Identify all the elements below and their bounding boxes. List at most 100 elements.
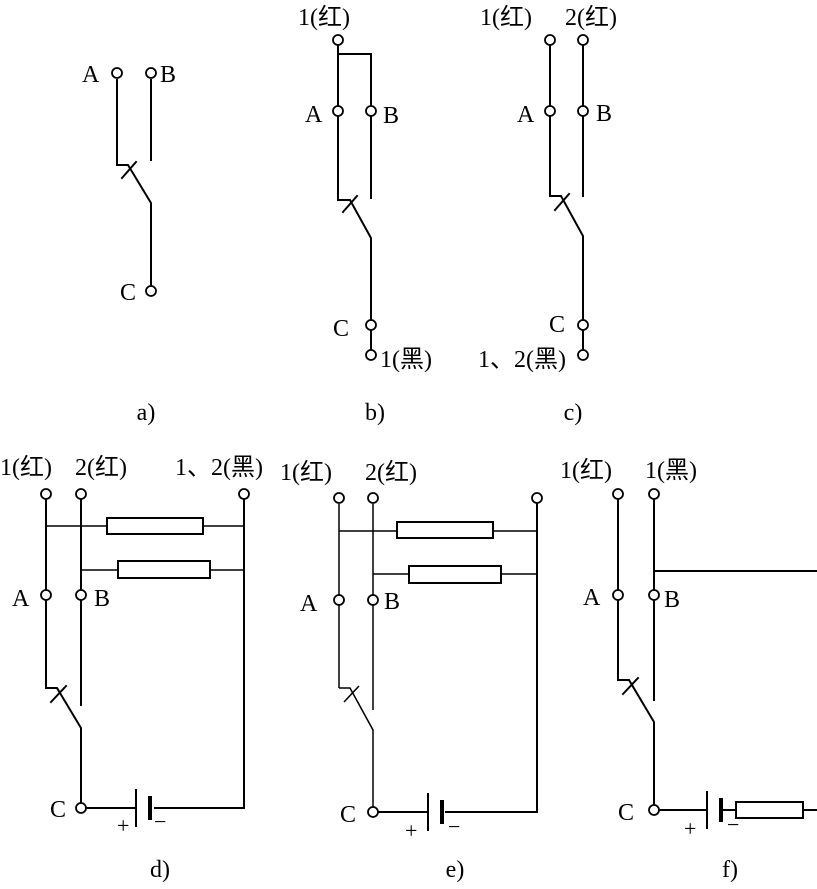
terminal-b (367, 594, 379, 606)
terminal-label-c: C (549, 312, 565, 338)
probe-terminal-red-1 (544, 34, 556, 46)
terminal-b (365, 105, 377, 117)
switch-blade (549, 195, 584, 321)
caption-c: c) (564, 400, 583, 426)
probe-terminal-black (365, 349, 377, 361)
switch-mark (49, 684, 68, 704)
terminal-label-b: B (383, 103, 399, 129)
panel-a: A B C a) (82, 62, 176, 426)
switch-mark (553, 192, 571, 212)
terminal-label-c: C (340, 802, 356, 828)
probe-label-red-2: 2(红) (365, 459, 417, 486)
probe-terminal-red-2 (367, 492, 379, 504)
caption-b: b) (365, 400, 385, 426)
caption-d: d) (150, 857, 170, 883)
terminal-a (111, 67, 123, 79)
panel-b: 1(红) A B C 1(黑) b) (298, 4, 432, 426)
terminal-label-b: B (94, 586, 110, 612)
terminal-label-c: C (120, 280, 136, 306)
terminal-c (648, 804, 660, 816)
resistor-1 (106, 517, 204, 535)
probe-terminal-black (238, 488, 250, 500)
terminal-a (612, 589, 624, 601)
terminal-a (333, 594, 345, 606)
terminal-label-a: A (517, 102, 535, 128)
battery-plus-sign: + (117, 813, 129, 838)
probe-label-black: 1(黑) (380, 347, 432, 373)
switch-blade (337, 199, 372, 322)
switch-mark (343, 685, 360, 703)
battery-plus-sign: + (405, 818, 417, 843)
resistor-2 (117, 560, 211, 579)
terminal-b (75, 589, 87, 601)
terminal-label-a: A (305, 102, 323, 128)
terminal-label-c: C (50, 797, 66, 823)
battery-minus-sign: − (448, 814, 460, 839)
terminal-c (367, 806, 379, 818)
probe-label-red-1: 1(红) (0, 454, 52, 481)
resistor-1 (396, 521, 494, 539)
battery-minus-sign: − (154, 809, 166, 834)
terminal-a (332, 105, 344, 117)
panel-f: 1(红) 1(黑) A B C + − f) (560, 457, 817, 883)
black-return-wire (154, 499, 245, 809)
resistor-2 (408, 565, 502, 584)
return-wire (653, 570, 817, 811)
panel-d: 1(红) 2(红) 1、2(黑) A B C + − d) (0, 454, 263, 883)
terminal-c (365, 319, 377, 331)
terminal-label-b: B (664, 587, 680, 613)
terminal-a (40, 589, 52, 601)
probe-terminal-red-2 (577, 34, 589, 46)
panel-e: 1(红) 2(红) A B C + − e) (280, 459, 543, 883)
probe-label-red-1: 1(红) (280, 459, 332, 486)
caption-f: f) (722, 857, 738, 883)
terminal-b (648, 589, 660, 601)
resistor (735, 801, 804, 819)
terminal-label-a: A (12, 586, 30, 612)
terminal-label-a: A (583, 585, 601, 611)
battery-minus-sign: − (727, 812, 739, 837)
panel-c: 1(红) 2(红) A B C 1、2(黑) c) (478, 4, 617, 426)
terminal-label-a: A (82, 62, 100, 88)
caption-e: e) (446, 857, 465, 883)
probe-terminal-black (577, 349, 589, 361)
probe-label-red-1: 1(红) (480, 4, 532, 31)
probe-label-red-2: 2(红) (565, 4, 617, 31)
switch-blade (617, 679, 655, 806)
terminal-label-b: B (160, 62, 176, 88)
terminal-b (145, 67, 157, 79)
switch-mark (120, 160, 138, 180)
terminal-c (577, 319, 589, 331)
terminal-label-b: B (596, 101, 612, 127)
terminal-c (145, 285, 157, 297)
probe-terminal-red (612, 488, 624, 500)
probe-terminal-open (531, 492, 543, 504)
switch-mark (341, 194, 359, 214)
probe-label-black: 1、2(黑) (175, 455, 263, 481)
switch-blade (339, 687, 374, 808)
terminal-label-c: C (618, 800, 634, 826)
switch-mark (621, 676, 640, 696)
terminal-c (75, 802, 87, 814)
probe-label-red: 1(红) (298, 4, 350, 31)
switch-blade (116, 164, 152, 287)
probe-label-red: 1(红) (560, 457, 612, 484)
jumper-wire (337, 53, 372, 199)
terminal-label-b: B (384, 589, 400, 615)
probe-terminal-red (332, 34, 344, 46)
probe-terminal-black (648, 488, 660, 500)
probe-label-red-2: 2(红) (75, 454, 127, 481)
caption-a: a) (137, 400, 156, 426)
terminal-label-a: A (300, 591, 318, 617)
probe-label-black: 1、2(黑) (478, 347, 566, 373)
probe-terminal-red-2 (75, 488, 87, 500)
probe-terminal-red-1 (40, 488, 52, 500)
terminal-label-c: C (333, 316, 349, 342)
probe-terminal-red-1 (333, 492, 345, 504)
terminal-b (577, 105, 589, 117)
switch-blade (45, 687, 82, 803)
probe-label-black: 1(黑) (645, 458, 697, 484)
return-wire (445, 503, 538, 813)
